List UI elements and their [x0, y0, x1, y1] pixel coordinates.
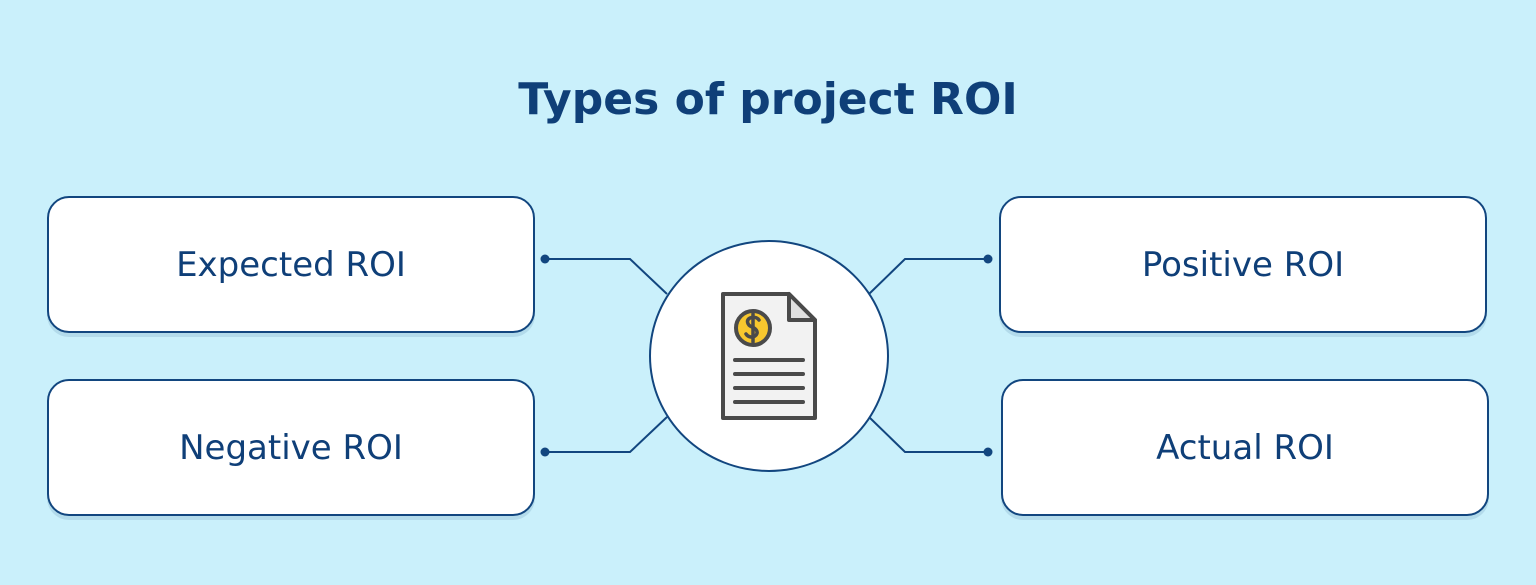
- connector-dot-expected: [540, 254, 550, 264]
- expected-roi-label: Expected ROI: [176, 244, 406, 285]
- connector-actual: [868, 416, 988, 453]
- center-hub: [649, 240, 889, 472]
- invoice-document-icon: [721, 292, 817, 420]
- connector-dot-actual: [983, 447, 993, 457]
- connector-dot-negative: [540, 447, 550, 457]
- diagram-title: Types of project ROI: [518, 74, 1018, 125]
- connector-negative: [545, 416, 668, 453]
- expected-roi-box: Expected ROI: [47, 196, 535, 333]
- actual-roi-label: Actual ROI: [1156, 427, 1334, 468]
- positive-roi-label: Positive ROI: [1141, 244, 1345, 285]
- negative-roi-box: Negative ROI: [47, 379, 535, 516]
- negative-roi-label: Negative ROI: [179, 427, 403, 468]
- connector-dot-positive: [983, 254, 993, 264]
- positive-roi-box: Positive ROI: [999, 196, 1487, 333]
- actual-roi-box: Actual ROI: [1001, 379, 1489, 516]
- connector-expected: [545, 258, 668, 295]
- connector-positive: [868, 258, 988, 295]
